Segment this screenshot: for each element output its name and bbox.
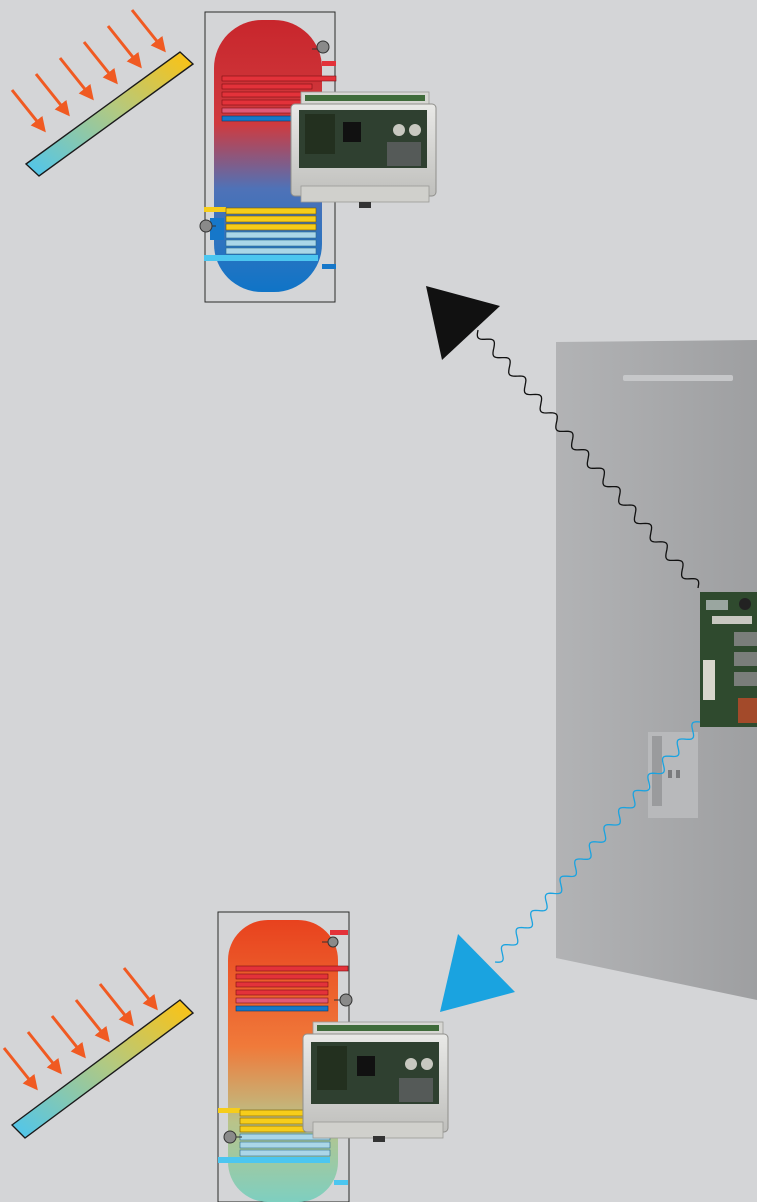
sun-ray (60, 58, 92, 98)
sun-ray (76, 1000, 108, 1040)
sun-ray (52, 1016, 84, 1056)
arrow-head-top (426, 286, 500, 360)
solar-collector-top (12, 10, 193, 176)
sun-ray (108, 26, 140, 66)
sun-ray (4, 1048, 36, 1088)
arrow-head-bottom (440, 934, 515, 1012)
panel-bracket (648, 732, 698, 818)
sun-ray (36, 74, 68, 114)
controller-module-top (291, 92, 436, 208)
solar-collector-bottom (4, 968, 193, 1138)
sun-ray (100, 984, 132, 1024)
sun-ray (28, 1032, 60, 1072)
sun-ray (12, 90, 44, 130)
sun-ray (124, 968, 156, 1008)
sun-rays-bottom (4, 968, 156, 1088)
sun-ray (132, 10, 164, 50)
panel-circuit-board (700, 592, 757, 727)
controller-module-bottom (303, 1022, 448, 1142)
panel-display-strip (623, 375, 733, 381)
wall-panel (556, 340, 757, 1000)
sun-rays-top (12, 10, 164, 130)
sun-ray (84, 42, 116, 82)
